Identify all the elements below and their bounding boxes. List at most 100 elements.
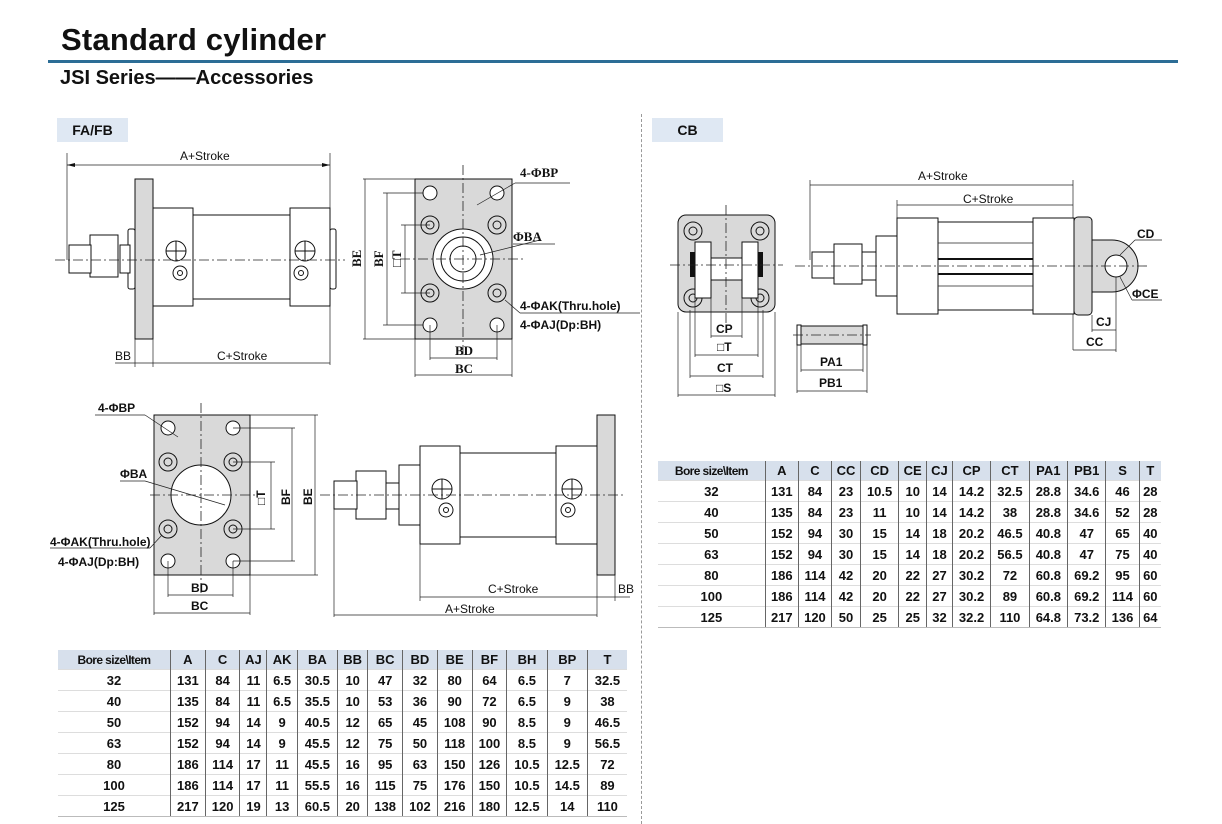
table-cell: 7: [546, 669, 588, 691]
table-cell: 89: [586, 774, 627, 796]
bore-size-cell: 32: [58, 669, 171, 691]
table-cell: 84: [797, 480, 832, 502]
table-cell: 56.5: [990, 543, 1030, 565]
table-cell: 217: [764, 606, 799, 628]
bore-size-cell: 50: [58, 711, 171, 733]
table-cell: 15: [859, 522, 899, 544]
table-cell: 40.8: [1028, 543, 1068, 565]
table-cell: 40.5: [296, 711, 338, 733]
table-cell: 38: [990, 501, 1030, 523]
table-cell: 186: [169, 774, 206, 796]
table-cell: 14.2: [951, 501, 991, 523]
fa-side-view-drawing: A+Stroke BB C+Stroke: [55, 149, 345, 367]
table-cell: 40: [1138, 522, 1161, 544]
column-header-ba: BA: [296, 650, 338, 670]
table-cell: 14: [926, 501, 953, 523]
table-cell: 136: [1105, 606, 1140, 628]
table-cell: 42: [831, 564, 861, 586]
table-cell: 75: [367, 732, 403, 754]
table-cell: 9: [266, 711, 298, 733]
table-cell: 23: [831, 480, 861, 502]
table-cell: 60.8: [1028, 585, 1068, 607]
table-cell: 16: [337, 753, 368, 775]
table-cell: 52: [1105, 501, 1140, 523]
table-cell: 114: [204, 753, 240, 775]
column-header-t: T: [1138, 461, 1161, 481]
table-cell: 9: [266, 732, 298, 754]
table-cell: 64: [471, 669, 507, 691]
table-cell: 80: [436, 669, 473, 691]
table-cell: 11: [239, 690, 267, 712]
column-header-cd: CD: [859, 461, 899, 481]
column-header-bh: BH: [506, 650, 548, 670]
table-cell: 8.5: [506, 711, 548, 733]
fa-c-stroke-label: C+Stroke: [217, 349, 268, 363]
table-cell: 95: [1105, 564, 1140, 586]
table-cell: 13: [266, 795, 298, 817]
table-cell: 65: [367, 711, 403, 733]
table-cell: 186: [764, 585, 799, 607]
table-cell: 42: [831, 585, 861, 607]
fa-a-stroke-label: A+Stroke: [180, 149, 230, 163]
table-cell: 152: [169, 732, 206, 754]
cb-t-label: □T: [717, 340, 732, 354]
fb-c-stroke-label: C+Stroke: [488, 582, 539, 596]
table-cell: 20: [859, 564, 899, 586]
table-cell: 18: [926, 522, 953, 544]
column-header-bore-size: Bore size\Item: [58, 650, 171, 670]
table-cell: 56.5: [586, 732, 627, 754]
column-header-c: C: [797, 461, 832, 481]
table-cell: 150: [471, 774, 507, 796]
section-tag-fafb: FA/FB: [57, 118, 128, 142]
table-cell: 135: [169, 690, 206, 712]
cb-side-view-drawing: A+Stroke C+Stroke CD ΦCE CJ CC: [795, 169, 1162, 352]
table-cell: 6.5: [266, 669, 298, 691]
table-cell: 14.2: [951, 480, 991, 502]
table-cell: 95: [367, 753, 403, 775]
table-cell: 9: [546, 711, 588, 733]
bore-size-cell: 40: [658, 501, 766, 523]
bore-size-cell: 80: [658, 564, 766, 586]
table-cell: 63: [402, 753, 438, 775]
page-subtitle: JSI Series——Accessories: [60, 67, 314, 89]
table-cell: 18: [926, 543, 953, 565]
table-cell: 10: [898, 501, 927, 523]
table-cell: 100: [471, 732, 507, 754]
table-cell: 89: [990, 585, 1030, 607]
cb-c-stroke-label: C+Stroke: [963, 192, 1014, 206]
bore-size-cell: 125: [58, 795, 171, 817]
table-cell: 40: [1138, 543, 1161, 565]
table-cell: 46.5: [586, 711, 627, 733]
bore-size-cell: 125: [658, 606, 766, 628]
fb-aj-label: 4-ΦAJ(Dp:BH): [58, 555, 139, 569]
table-cell: 28.8: [1028, 501, 1068, 523]
table-cell: 32.5: [990, 480, 1030, 502]
table-cell: 10.5: [506, 753, 548, 775]
column-header-s: S: [1105, 461, 1140, 481]
table-cell: 176: [436, 774, 473, 796]
column-header-cj: CJ: [926, 461, 953, 481]
column-header-pa1: PA1: [1028, 461, 1068, 481]
table-cell: 32.2: [951, 606, 991, 628]
cb-a-stroke-label: A+Stroke: [918, 169, 968, 183]
cb-pb1-label: PB1: [819, 376, 843, 390]
table-cell: 94: [797, 522, 832, 544]
table-cell: 10.5: [506, 774, 548, 796]
table-cell: 75: [402, 774, 438, 796]
column-header-be: BE: [436, 650, 473, 670]
table-cell: 10: [898, 480, 927, 502]
fa-aj-label: 4-ΦAJ(Dp:BH): [520, 318, 601, 332]
bore-size-cell: 63: [658, 543, 766, 565]
table-cell: 60: [1138, 585, 1161, 607]
table-cell: 180: [471, 795, 507, 817]
table-cell: 14: [898, 543, 927, 565]
cb-front-view-drawing: CP □T CT □S PA1 PB1: [670, 205, 871, 397]
